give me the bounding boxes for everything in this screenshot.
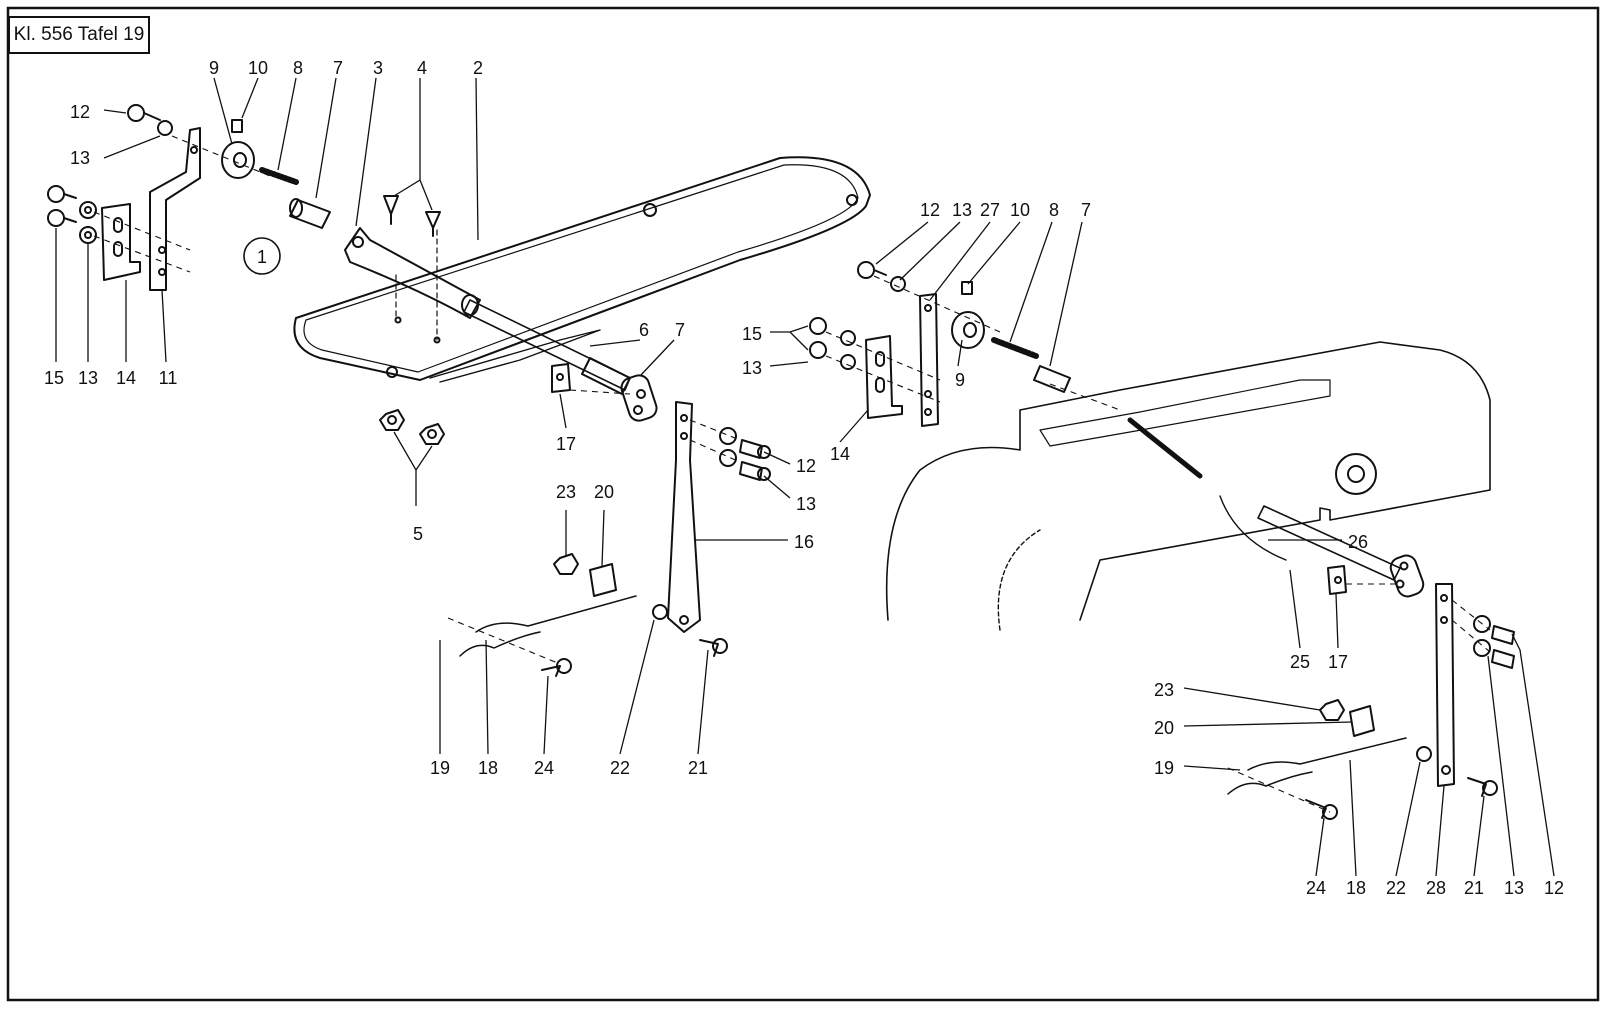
callout-label: 18	[478, 758, 498, 778]
callout-label: 9	[209, 58, 219, 78]
callout-label: 16	[794, 532, 814, 552]
cover-plate-part-2	[293, 156, 871, 383]
callout-label: 20	[594, 482, 614, 502]
screws-parts-12-15	[47, 104, 173, 244]
assembly-marker: 1	[243, 237, 281, 275]
callout-label: 6	[639, 320, 649, 340]
callout-label: 26	[1348, 532, 1368, 552]
callout-label: 10	[1010, 200, 1030, 220]
callout-label: 14	[116, 368, 136, 388]
alignment-lines	[93, 135, 1491, 813]
assembly-marker-circle	[243, 237, 281, 275]
callout-label: 13	[952, 200, 972, 220]
clip-part-17-right	[1327, 565, 1347, 595]
callout-label: 2	[473, 58, 483, 78]
spring-assembly-right	[1227, 699, 1498, 820]
callout-label: 10	[248, 58, 268, 78]
collar-spring-parts-8-9-10	[221, 119, 331, 229]
callout-label: 21	[688, 758, 708, 778]
callout-label: 8	[1049, 200, 1059, 220]
callout-label: 24	[534, 758, 554, 778]
callout-label: 19	[1154, 758, 1174, 778]
callout-label: 3	[373, 58, 383, 78]
plate-title: Kl. 556 Tafel 19	[8, 16, 150, 54]
callout-label: 13	[1504, 878, 1524, 898]
callout-label: 4	[417, 58, 427, 78]
callout-label: 22	[1386, 878, 1406, 898]
callout-label: 7	[675, 320, 685, 340]
callout-numbers: 9 10 8 7 3 4 2 12 13 15 13 14 11 6 7 17 …	[44, 58, 1564, 898]
lever-part-16	[667, 401, 701, 633]
callout-label: 17	[556, 434, 576, 454]
assembly-marker-label: 1	[257, 247, 267, 267]
lever-part-11	[149, 127, 201, 291]
callout-label: 13	[796, 494, 816, 514]
plate-part-14	[101, 203, 141, 281]
callout-label: 5	[413, 524, 423, 544]
callout-label: 18	[1346, 878, 1366, 898]
callout-label: 25	[1290, 652, 1310, 672]
callout-label: 12	[920, 200, 940, 220]
callout-label: 28	[1426, 878, 1446, 898]
callout-label: 23	[1154, 680, 1174, 700]
screws-part-4	[383, 195, 441, 237]
callout-label: 15	[44, 368, 64, 388]
machine-base	[885, 341, 1491, 631]
callout-label: 13	[742, 358, 762, 378]
callout-label: 19	[430, 758, 450, 778]
lever-part-28	[1435, 583, 1455, 787]
screws-parts-12-13-middle	[719, 427, 771, 481]
callout-label: 7	[333, 58, 343, 78]
link-part-7	[620, 374, 658, 422]
plate-part-14-right	[865, 335, 903, 419]
screws-right-lower	[1473, 615, 1515, 669]
lever-part-27	[919, 293, 939, 427]
nuts-part-5	[379, 409, 445, 445]
callout-label: 12	[1544, 878, 1564, 898]
callout-label: 24	[1306, 878, 1326, 898]
callout-label: 17	[1328, 652, 1348, 672]
callout-label: 15	[742, 324, 762, 344]
callout-label: 27	[980, 200, 1000, 220]
callout-label: 8	[293, 58, 303, 78]
spring-assembly-left	[459, 553, 728, 677]
callout-label: 22	[610, 758, 630, 778]
callout-label: 20	[1154, 718, 1174, 738]
callout-label: 7	[1081, 200, 1091, 220]
leader-lines	[55, 77, 1555, 877]
callout-label: 13	[78, 368, 98, 388]
callout-label: 13	[70, 148, 90, 168]
callout-label: 12	[70, 102, 90, 122]
callout-label: 14	[830, 444, 850, 464]
bracket-part-3	[344, 227, 481, 344]
callout-label: 23	[556, 482, 576, 502]
diagram-border	[6, 6, 1600, 1002]
callout-label: 21	[1464, 878, 1484, 898]
callout-label: 11	[159, 368, 178, 388]
callout-label: 9	[955, 370, 965, 390]
callout-label: 12	[796, 456, 816, 476]
rod-part-26	[1257, 505, 1425, 598]
clip-part-17	[551, 363, 571, 393]
